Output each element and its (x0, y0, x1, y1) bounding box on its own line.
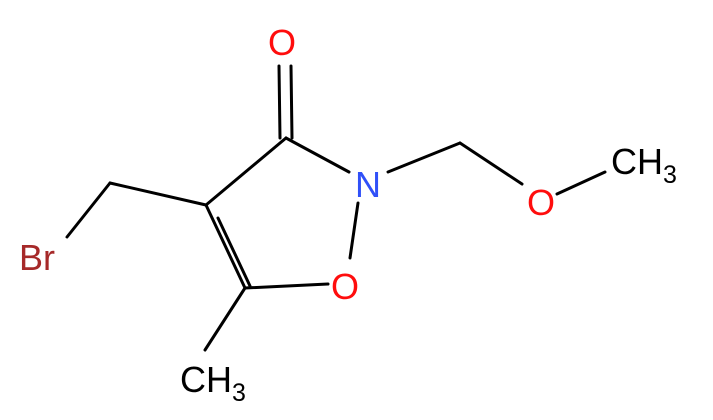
bond-carbonyl-b (289, 64, 294, 140)
bond-c4-c5-b (216, 216, 252, 288)
atom-bromine: Br (19, 237, 55, 278)
bond-c4-ch2 (108, 181, 208, 207)
bond-ch2-oether (458, 141, 524, 186)
methyl-ring-ch: CH (180, 359, 232, 400)
atom-nitrogen: N (355, 164, 381, 205)
bond-c3-c4 (204, 136, 288, 207)
atom-oxygen-ring: O (331, 266, 359, 307)
bond-c5-o (243, 282, 330, 290)
group-methyl-ring: CH3 (180, 359, 246, 407)
bond-n-o (348, 201, 360, 260)
bond-c4-c5-a (204, 203, 247, 290)
bond-c3-n (284, 136, 351, 174)
bonds (65, 64, 607, 352)
bond-n-ch2 (386, 141, 462, 174)
methyl-ether-subscript: 3 (663, 161, 677, 189)
methyl-ether-ch: CH (611, 141, 663, 182)
bond-oether-ch3 (555, 170, 607, 196)
atom-labels: O N O O Br CH3 CH3 (19, 22, 677, 407)
atom-oxygen-carbonyl: O (268, 22, 296, 63)
bond-ch2-br (65, 181, 112, 239)
bond-c5-ch3 (203, 286, 247, 352)
group-methyl-ether: CH3 (611, 141, 677, 189)
atom-oxygen-ether: O (527, 182, 555, 223)
bond-carbonyl-a (277, 64, 282, 140)
methyl-ring-subscript: 3 (232, 379, 246, 407)
